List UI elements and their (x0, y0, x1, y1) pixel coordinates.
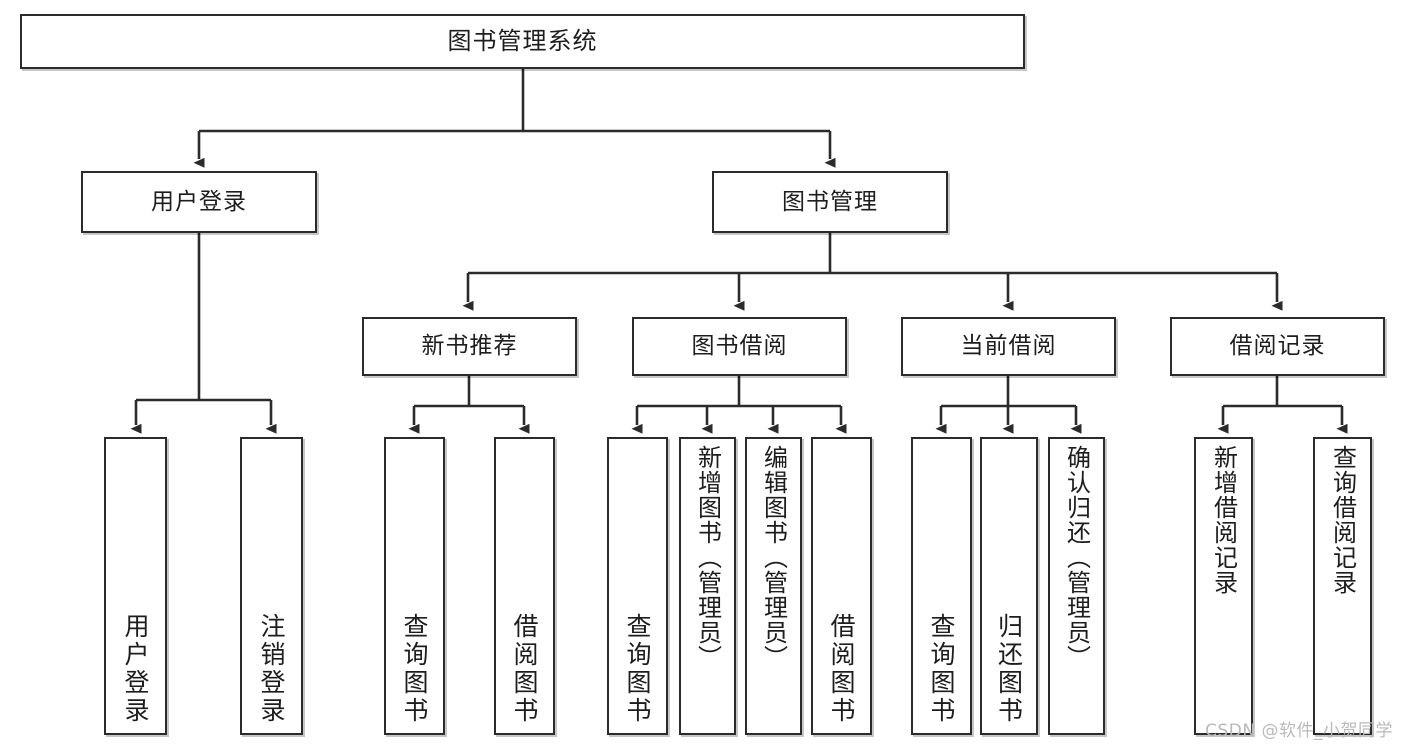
csdn-watermark: CSDN @软件_小贺同学 (1205, 721, 1393, 741)
node-label: 归还图书 (994, 613, 1024, 725)
node-book-management[interactable]: 图书管理 (712, 171, 948, 233)
node-label: 图书借阅 (691, 333, 788, 360)
node-label: 编辑图书（管理员） (759, 445, 788, 670)
node-label: 新增借阅记录 (1209, 445, 1238, 595)
node-book-borrow[interactable]: 图书借阅 (632, 317, 847, 376)
node-label: 用户登录 (121, 613, 150, 725)
node-leaf-edit-book-admin[interactable]: 编辑图书（管理员） (745, 437, 802, 735)
node-label: 查询图书 (927, 613, 956, 725)
node-leaf-confirm-return-admin[interactable]: 确认归还（管理员） (1048, 437, 1105, 735)
node-leaf-query-book-borrow[interactable]: 查询图书 (607, 437, 668, 735)
node-new-book-recommend[interactable]: 新书推荐 (362, 317, 577, 376)
node-leaf-query-book-current[interactable]: 查询图书 (911, 437, 972, 735)
node-leaf-borrow-book[interactable]: 借阅图书 (811, 437, 872, 735)
node-leaf-add-book-admin[interactable]: 新增图书（管理员） (679, 437, 736, 735)
node-borrow-record[interactable]: 借阅记录 (1170, 317, 1385, 376)
node-label: 借阅记录 (1229, 333, 1326, 360)
node-label: 借阅图书 (510, 613, 539, 725)
node-label: 新书推荐 (421, 333, 518, 360)
node-leaf-borrow-book-recommend[interactable]: 借阅图书 (494, 437, 555, 735)
node-label: 图书管理系统 (447, 26, 598, 55)
node-current-borrow[interactable]: 当前借阅 (901, 317, 1116, 376)
node-label: 查询图书 (400, 613, 429, 725)
node-user-login[interactable]: 用户登录 (81, 171, 317, 233)
node-leaf-query-book-recommend[interactable]: 查询图书 (384, 437, 445, 735)
node-leaf-return-book[interactable]: 归还图书 (980, 437, 1038, 735)
node-label: 用户登录 (151, 188, 247, 215)
node-leaf-add-borrow-record[interactable]: 新增借阅记录 (1194, 437, 1253, 735)
node-leaf-logout[interactable]: 注销登录 (240, 437, 303, 735)
node-label: 图书管理 (782, 188, 878, 215)
node-label: 新增图书（管理员） (693, 445, 722, 670)
node-label: 确认归还（管理员） (1062, 445, 1091, 670)
node-label: 注销登录 (257, 613, 286, 725)
node-root-system[interactable]: 图书管理系统 (20, 14, 1025, 69)
node-leaf-user-login[interactable]: 用户登录 (104, 437, 167, 735)
node-label: 查询借阅记录 (1328, 445, 1357, 595)
node-label: 借阅图书 (827, 613, 856, 725)
node-label: 查询图书 (623, 613, 652, 725)
node-label: 当前借阅 (960, 333, 1057, 360)
node-leaf-query-borrow-record[interactable]: 查询借阅记录 (1313, 437, 1372, 735)
